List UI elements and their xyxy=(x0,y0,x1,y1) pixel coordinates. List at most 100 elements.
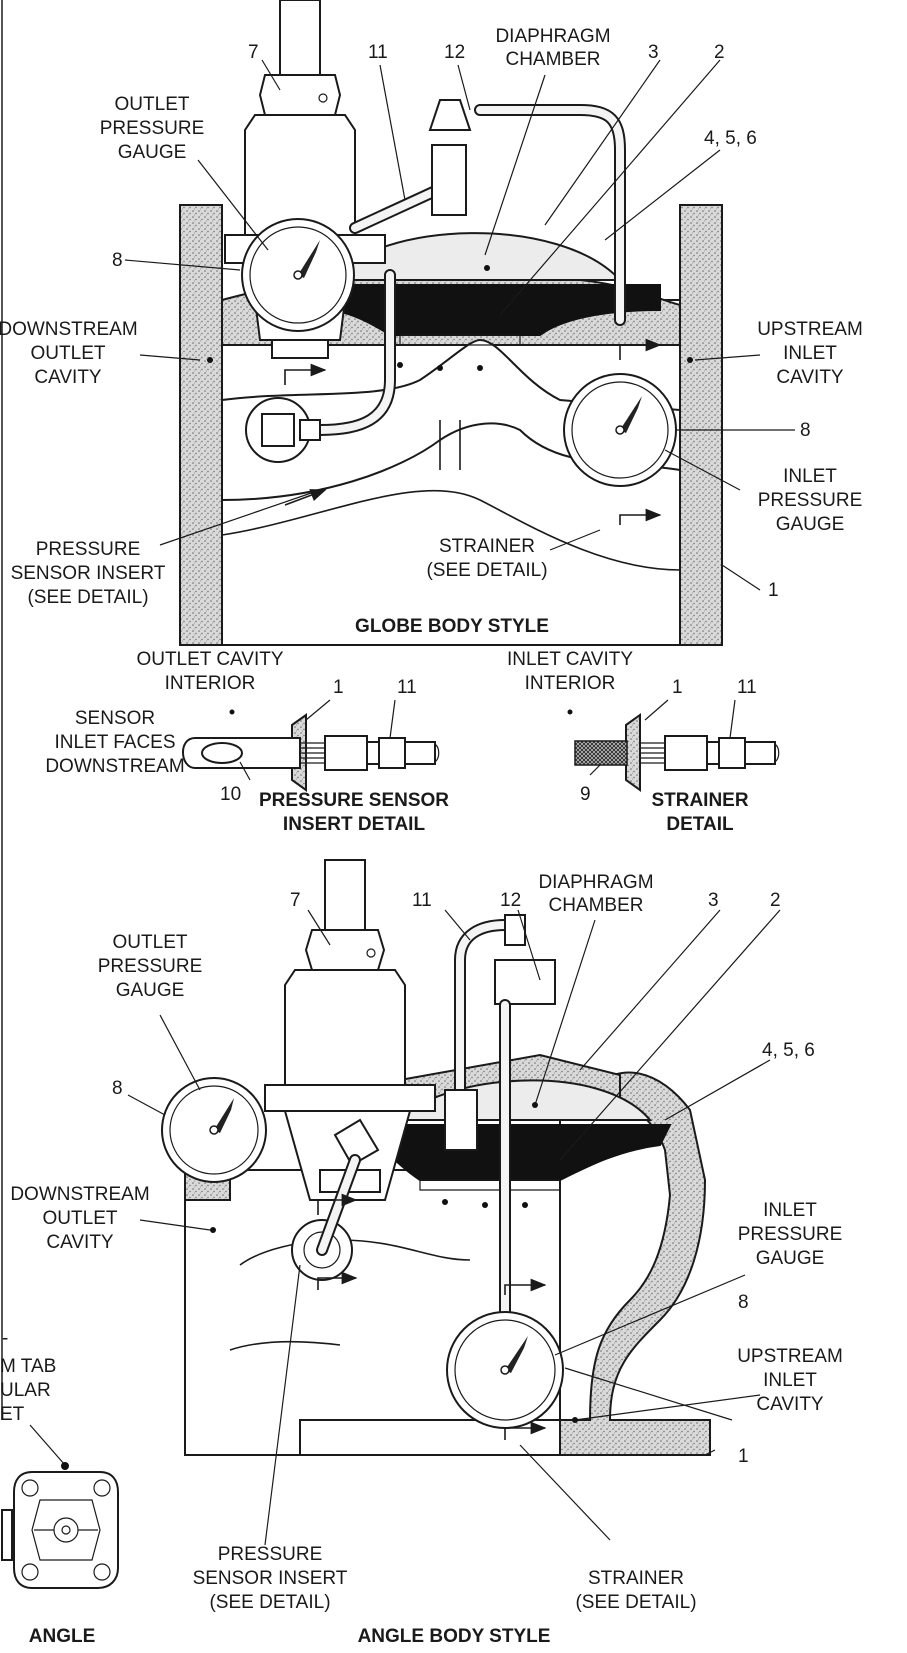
globe-callout-456: 4, 5, 6 xyxy=(704,128,757,149)
globe-diaphragm-chamber-line1: DIAPHRAGM xyxy=(495,26,610,47)
globe-labels: 7 11 12 DIAPHRAGM CHAMBER 3 2 OUTLET PRE… xyxy=(0,26,863,637)
globe-strainer-line2: (SEE DETAIL) xyxy=(426,560,547,581)
angle-sensor-insert-line2: SENSOR INSERT xyxy=(193,1568,348,1589)
globe-outlet-gauge-line1: OUTLET xyxy=(115,94,190,115)
globe-lower-wall xyxy=(221,489,681,571)
globe-sensor-insert-line1: PRESSURE xyxy=(36,539,141,560)
angle-top-view-icon xyxy=(1,1471,119,1589)
angle-labels: 7 11 12 DIAPHRAGM CHAMBER 3 2 OUTLET PRE… xyxy=(10,872,842,1647)
globe-downstream-line1: DOWNSTREAM xyxy=(0,319,138,340)
strainer-detail-title-line2: DETAIL xyxy=(666,814,734,835)
sensor-detail-callout-11: 11 xyxy=(397,677,417,698)
angle-callout-3: 3 xyxy=(708,890,719,911)
sensor-detail-callout-1: 1 xyxy=(333,677,344,698)
globe-right-flange xyxy=(679,204,723,646)
globe-inlet-gauge-line3: GAUGE xyxy=(776,514,845,535)
globe-needle-valve-12 xyxy=(431,144,467,216)
globe-callout-8-left: 8 xyxy=(112,250,123,271)
strainer-detail-cavity-line2: INTERIOR xyxy=(525,673,616,694)
sensor-detail-faces-line1: SENSOR xyxy=(75,708,155,729)
angle-downstream-line3: CAVITY xyxy=(46,1232,114,1253)
angle-valve-drawing xyxy=(127,859,781,1546)
strainer-detail-callout-9: 9 xyxy=(580,784,591,805)
angle-needle-valve-12 xyxy=(494,959,556,1005)
angle-diaphragm-chamber-line2: CHAMBER xyxy=(548,895,643,916)
sensor-detail-title-line1: PRESSURE SENSOR xyxy=(259,790,449,811)
angle-body-title: ANGLE BODY STYLE xyxy=(358,1626,551,1647)
angle-sensor-insert-line1: PRESSURE xyxy=(218,1544,323,1565)
globe-downstream-line3: CAVITY xyxy=(34,367,102,388)
globe-pilot-cap xyxy=(279,0,321,76)
angle-pilot-cap xyxy=(324,859,366,931)
fragment-angle-title: ANGLE xyxy=(29,1626,96,1647)
strainer-detail-callout-11: 11 xyxy=(737,677,757,698)
globe-inlet-gauge-line2: PRESSURE xyxy=(758,490,863,511)
globe-upstream-line3: CAVITY xyxy=(776,367,844,388)
sensor-insert-detail-labels: OUTLET CAVITY INTERIOR 1 11 SENSOR INLET… xyxy=(45,649,449,835)
angle-callout-1: 1 xyxy=(738,1446,749,1467)
angle-upstream-line2: INLET xyxy=(763,1370,817,1391)
angle-inlet-gauge-line2: PRESSURE xyxy=(738,1224,843,1245)
globe-pilot-body xyxy=(244,114,356,236)
globe-body-title: GLOBE BODY STYLE xyxy=(355,616,549,637)
strainer-detail-cavity-line1: INLET CAVITY xyxy=(507,649,633,670)
globe-left-flange xyxy=(179,204,223,646)
globe-callout-8-right: 8 xyxy=(800,420,811,441)
globe-sensor-insert-line2: SENSOR INSERT xyxy=(11,563,166,584)
sensor-detail-callout-10: 10 xyxy=(220,784,241,805)
globe-downstream-line2: OUTLET xyxy=(31,343,106,364)
angle-callout-8-left: 8 xyxy=(112,1078,123,1099)
globe-diaphragm xyxy=(329,284,661,336)
globe-upstream-line1: UPSTREAM xyxy=(757,319,863,340)
sensor-detail-faces-line3: DOWNSTREAM xyxy=(45,756,184,777)
sensor-detail-faces-line2: INLET FACES xyxy=(54,732,175,753)
globe-diaphragm-chamber-line2: CHAMBER xyxy=(505,49,600,70)
globe-strainer-line1: STRAINER xyxy=(439,536,535,557)
globe-outlet-gauge-line2: PRESSURE xyxy=(100,118,205,139)
fragment-line-4: ET xyxy=(0,1404,25,1425)
globe-callout-12: 12 xyxy=(444,42,465,63)
angle-outlet-gauge-line2: PRESSURE xyxy=(98,956,203,977)
angle-callout-7: 7 xyxy=(290,890,301,911)
angle-diaphragm-chamber-line1: DIAPHRAGM xyxy=(538,872,653,893)
angle-callout-11: 11 xyxy=(412,890,432,911)
angle-strainer-line2: (SEE DETAIL) xyxy=(575,1592,696,1613)
globe-sensor-insert-line3: (SEE DETAIL) xyxy=(27,587,148,608)
angle-inlet-gauge-line1: INLET xyxy=(763,1200,817,1221)
globe-callout-11: 11 xyxy=(368,42,388,63)
angle-upstream-line1: UPSTREAM xyxy=(737,1346,843,1367)
globe-inlet-gauge-line1: INLET xyxy=(783,466,837,487)
angle-pilot-body xyxy=(284,969,406,1086)
angle-strainer-line1: STRAINER xyxy=(588,1568,684,1589)
angle-downstream-line1: DOWNSTREAM xyxy=(10,1184,149,1205)
fragment-line-3: ULAR xyxy=(0,1380,51,1401)
globe-valve-drawing xyxy=(124,0,795,646)
globe-callout-7: 7 xyxy=(248,42,259,63)
strainer-detail-title-line1: STRAINER xyxy=(651,790,748,811)
globe-pilot-nut xyxy=(258,74,342,116)
strainer-screen xyxy=(574,740,628,766)
strainer-detail-labels: INLET CAVITY INTERIOR 1 11 9 STRAINER DE… xyxy=(507,649,757,835)
fragment-line-1: - xyxy=(2,1328,8,1349)
globe-upstream-line2: INLET xyxy=(783,343,837,364)
angle-callout-12: 12 xyxy=(500,890,521,911)
globe-inner-wall xyxy=(221,338,681,502)
angle-sensor-insert-line3: (SEE DETAIL) xyxy=(209,1592,330,1613)
angle-callout-456: 4, 5, 6 xyxy=(762,1040,815,1061)
sensor-detail-cavity-line1: OUTLET CAVITY xyxy=(136,649,283,670)
angle-outlet-gauge-line3: GAUGE xyxy=(116,980,185,1001)
angle-downstream-line2: OUTLET xyxy=(43,1208,118,1229)
globe-callout-1: 1 xyxy=(768,580,779,601)
fragment-line-2: M TAB xyxy=(0,1356,56,1377)
angle-upstream-line3: CAVITY xyxy=(756,1394,824,1415)
strainer-detail-drawing xyxy=(567,699,780,792)
sensor-detail-cavity-line2: INTERIOR xyxy=(165,673,256,694)
strainer-detail-callout-1: 1 xyxy=(672,677,683,698)
globe-callout-2: 2 xyxy=(714,42,725,63)
globe-callout-3: 3 xyxy=(648,42,659,63)
cropped-left-fragment: - M TAB ULAR ET ANGLE xyxy=(0,1328,119,1647)
angle-inlet-gauge-line3: GAUGE xyxy=(756,1248,825,1269)
angle-outlet-gauge-line1: OUTLET xyxy=(113,932,188,953)
sensor-detail-title-line2: INSERT DETAIL xyxy=(283,814,426,835)
